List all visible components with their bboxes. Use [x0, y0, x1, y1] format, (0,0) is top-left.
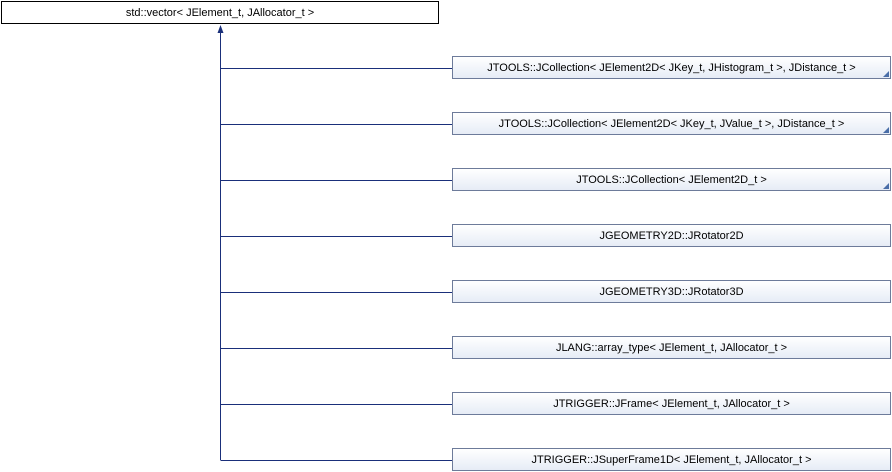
derived-class-node[interactable]: JGEOMETRY2D::JRotator2D — [452, 224, 891, 247]
truncated-node-marker — [883, 71, 889, 77]
derived-class-node[interactable]: JTRIGGER::JSuperFrame1D< JElement_t, JAl… — [452, 448, 891, 471]
derived-class-label: JGEOMETRY2D::JRotator2D — [599, 229, 744, 242]
derived-class-node[interactable]: JTOOLS::JCollection< JElement2D< JKey_t,… — [452, 112, 891, 135]
derived-class-label: JTRIGGER::JSuperFrame1D< JElement_t, JAl… — [531, 453, 812, 466]
derived-class-node[interactable]: JTOOLS::JCollection< JElement2D< JKey_t,… — [452, 56, 891, 79]
derived-class-label: JTRIGGER::JFrame< JElement_t, JAllocator… — [553, 397, 790, 410]
derived-class-node[interactable]: JLANG::array_type< JElement_t, JAllocato… — [452, 336, 891, 359]
inheritance-arrowhead — [217, 25, 224, 33]
derived-class-label: JTOOLS::JCollection< JElement2D< JKey_t,… — [498, 117, 845, 130]
derived-class-label: JTOOLS::JCollection< JElement2D< JKey_t,… — [487, 61, 856, 74]
derived-class-label: JLANG::array_type< JElement_t, JAllocato… — [555, 341, 788, 354]
base-class-node[interactable]: std::vector< JElement_t, JAllocator_t > — [1, 1, 439, 24]
derived-class-node[interactable]: JGEOMETRY3D::JRotator3D — [452, 280, 891, 303]
truncated-node-marker — [883, 127, 889, 133]
derived-class-node[interactable]: JTOOLS::JCollection< JElement2D_t > — [452, 168, 891, 191]
truncated-node-marker — [883, 183, 889, 189]
derived-class-node[interactable]: JTRIGGER::JFrame< JElement_t, JAllocator… — [452, 392, 891, 415]
derived-class-label: JTOOLS::JCollection< JElement2D_t > — [576, 173, 767, 186]
base-class-label: std::vector< JElement_t, JAllocator_t > — [125, 6, 315, 19]
derived-class-label: JGEOMETRY3D::JRotator3D — [599, 285, 744, 298]
